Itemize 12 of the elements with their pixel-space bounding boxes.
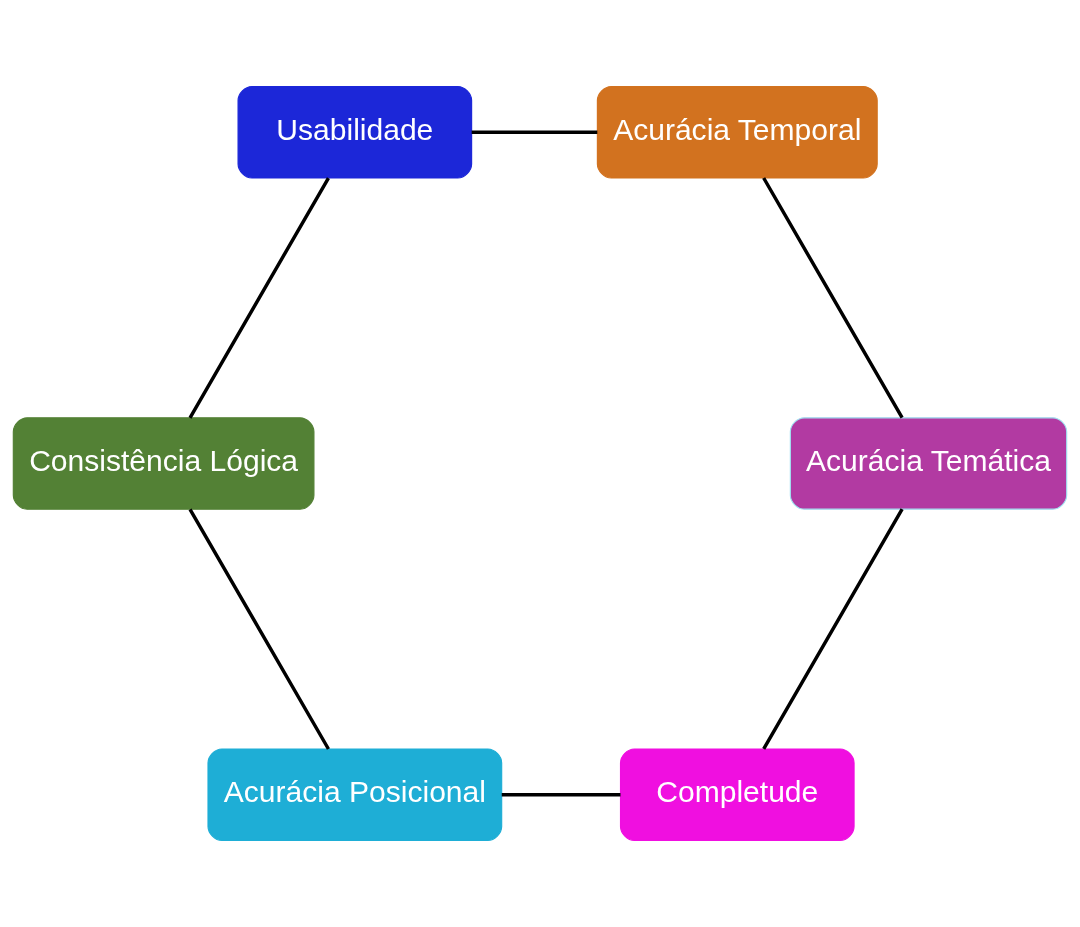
- node-box: Acurácia Temporal: [596, 86, 878, 179]
- connector: [188, 177, 330, 419]
- connector: [471, 130, 598, 135]
- node-box: Acurácia Posicional: [207, 748, 503, 841]
- node-box: Completude: [619, 748, 855, 841]
- node-box: Usabilidade: [237, 86, 473, 179]
- node-box: Consistência Lógica: [12, 417, 315, 510]
- connector: [762, 177, 904, 419]
- connector: [762, 508, 904, 750]
- node-box: Acurácia Temática: [789, 417, 1068, 510]
- connector: [501, 792, 621, 797]
- connector: [188, 508, 330, 750]
